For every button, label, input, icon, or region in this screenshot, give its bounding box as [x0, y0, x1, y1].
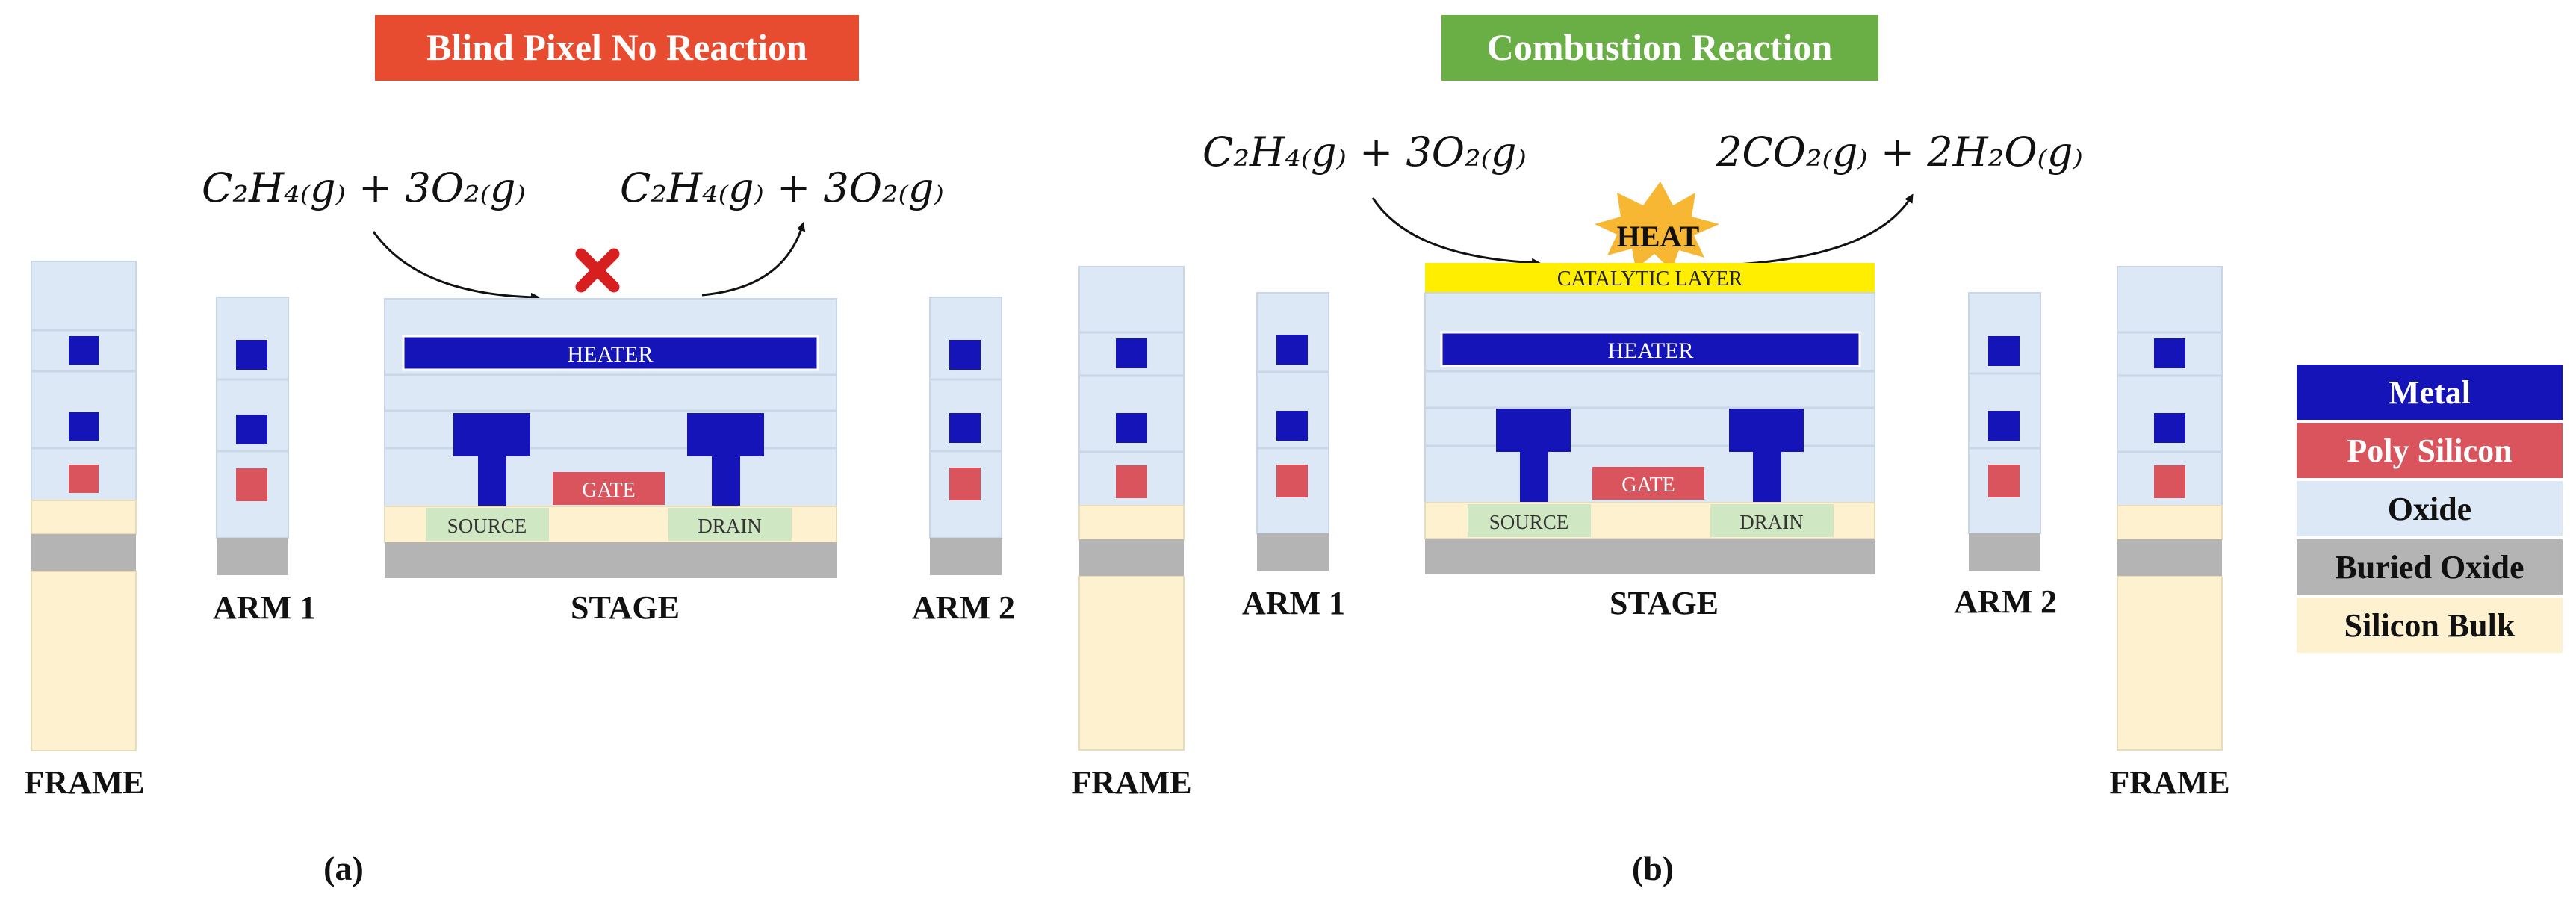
gate-b: [1592, 467, 1704, 500]
metal-block: [949, 413, 981, 443]
metal-block: [69, 412, 99, 441]
legend-poly-swatch: [2297, 423, 2563, 478]
frame-b-left: [1078, 266, 1185, 751]
metal-block: [1116, 338, 1147, 368]
banner-a-label: Blind Pixel No Reaction: [426, 26, 807, 68]
catalytic-layer-label: CATALYTIC LAYER: [1557, 267, 1743, 291]
drain-region-b: [1710, 504, 1834, 537]
heat-burst-icon: HEAT: [1595, 182, 1719, 270]
drain-via-b: [1753, 452, 1781, 503]
metal-block: [1988, 411, 2020, 441]
metal-block: [236, 415, 267, 444]
poly-block: [1116, 465, 1147, 498]
frame-a: [31, 261, 137, 751]
metal-block: [1276, 411, 1308, 441]
gate-a-label: GATE: [582, 479, 636, 502]
banner-b: [1441, 15, 1878, 81]
drain-contact-a: [687, 413, 764, 456]
arm1-a-label: ARM 1: [213, 589, 316, 626]
caption-b: (b): [1632, 849, 1674, 887]
stage-b: CATALYTIC LAYER HEATER GATE SOURCE DRAIN: [1424, 263, 1875, 574]
source-contact-b: [1496, 409, 1571, 452]
arm1-a: [216, 297, 289, 575]
arm2-b-label: ARM 2: [1954, 583, 2057, 620]
legend-buried-oxide-swatch: [2297, 539, 2563, 595]
metal-block: [2154, 413, 2185, 443]
arm1-b: [1256, 292, 1329, 571]
banner-b-label: Combustion Reaction: [1487, 26, 1833, 68]
legend-buried-oxide-label: Buried Oxide: [2335, 549, 2524, 586]
arrow-out-a: [701, 222, 806, 297]
source-via-a: [478, 456, 506, 506]
legend-silicon-bulk-label: Silicon Bulk: [2344, 607, 2516, 644]
legend-metal-swatch: [2297, 365, 2563, 420]
drain-contact-b: [1729, 409, 1804, 452]
metal-block: [2154, 338, 2185, 368]
poly-block: [236, 468, 267, 501]
source-b-label: SOURCE: [1489, 511, 1569, 533]
arm2-a-label: ARM 2: [912, 589, 1015, 626]
gate-b-label: GATE: [1621, 474, 1675, 497]
heater-a-label: HEATER: [568, 342, 654, 367]
source-region-b: [1468, 504, 1591, 537]
metal-block: [69, 336, 99, 365]
drain-via-a: [712, 456, 740, 506]
frame-a-label: FRAME: [24, 764, 144, 801]
arrow-out-b: [1725, 193, 1914, 267]
frame-b-right: [2117, 266, 2223, 751]
metal-block: [949, 340, 981, 370]
frame-b-left-label: FRAME: [1071, 764, 1191, 801]
stage-a-label: STAGE: [571, 589, 680, 626]
arm2-b: [1968, 292, 2041, 571]
drain-b-label: DRAIN: [1739, 511, 1804, 533]
heat-star-shape: [1595, 182, 1719, 270]
stage-b-label: STAGE: [1610, 585, 1719, 621]
heater-a: [402, 335, 819, 371]
legend-silicon-bulk-swatch: [2297, 598, 2563, 653]
banner-a: [375, 15, 859, 81]
reactants-b: C₂H₄₍g₎ + 3O₂₍g₎: [1202, 128, 1527, 176]
poly-block: [949, 468, 981, 500]
gate-a: [553, 472, 665, 505]
drain-region-a: [668, 508, 792, 541]
frame-b-right-label: FRAME: [2109, 764, 2229, 801]
heater-b-label: HEATER: [1608, 338, 1694, 363]
panel-a: Blind Pixel No Reaction C₂H₄₍g₎ + 3O₂₍g₎…: [24, 15, 1015, 887]
metal-block: [1276, 335, 1308, 365]
legend: Metal Poly Silicon Oxide Buried Oxide Si…: [2297, 365, 2563, 653]
no-reaction-cross-icon: [575, 248, 620, 293]
source-region-a: [426, 508, 549, 541]
stage-a: HEATER GATE SOURCE DRAIN: [384, 298, 837, 578]
panel-b: Combustion Reaction C₂H₄₍g₎ + 3O₂₍g₎ 2CO…: [1071, 15, 2230, 887]
products-b: 2CO₂₍g₎ + 2H₂O₍g₎: [1716, 128, 2083, 176]
reactants-a: C₂H₄₍g₎ + 3O₂₍g₎: [202, 164, 526, 211]
heater-b: [1440, 331, 1861, 367]
metal-block: [1116, 413, 1147, 443]
arm1-b-label: ARM 1: [1242, 585, 1345, 621]
poly-block: [1276, 465, 1308, 497]
arrow-in-a: [372, 231, 540, 302]
products-a: C₂H₄₍g₎ + 3O₂₍g₎: [620, 164, 944, 211]
legend-oxide-label: Oxide: [2388, 491, 2471, 527]
catalytic-layer: [1425, 263, 1875, 293]
drain-a-label: DRAIN: [698, 515, 762, 537]
source-a-label: SOURCE: [447, 515, 527, 537]
source-via-b: [1520, 452, 1548, 503]
poly-block: [2154, 465, 2185, 498]
source-contact-a: [453, 413, 530, 456]
arrow-in-b: [1371, 197, 1541, 267]
poly-block: [69, 465, 99, 493]
metal-block: [1988, 336, 2020, 366]
heat-label: HEAT: [1617, 220, 1700, 253]
arm2-a: [929, 297, 1002, 575]
legend-metal-label: Metal: [2389, 374, 2471, 411]
legend-poly-label: Poly Silicon: [2347, 432, 2512, 469]
metal-block: [236, 340, 267, 370]
poly-block: [1988, 465, 2020, 497]
legend-oxide-swatch: [2297, 481, 2563, 536]
caption-a: (a): [323, 849, 364, 887]
